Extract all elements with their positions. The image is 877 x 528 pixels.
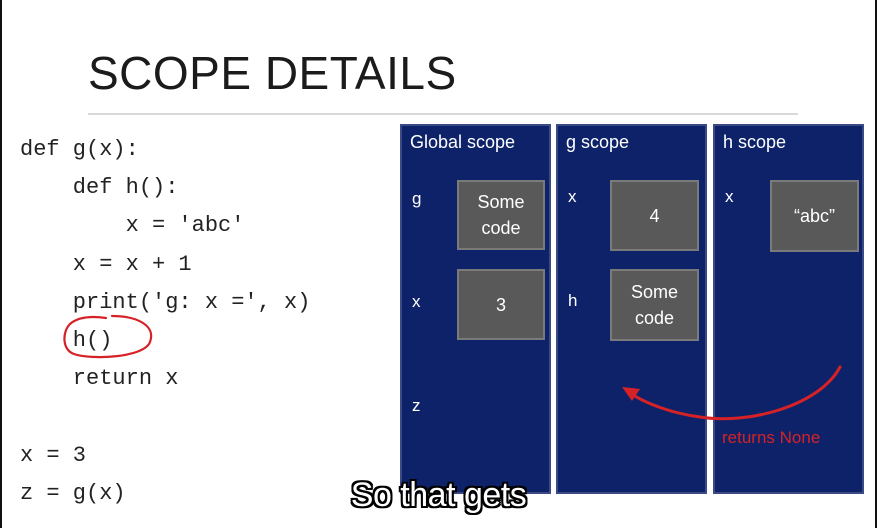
code-line: return x	[20, 366, 179, 391]
return-arrow	[622, 365, 842, 421]
panel-title: h scope	[723, 132, 787, 152]
variable-name: x	[725, 187, 734, 206]
variable-name: g	[412, 189, 422, 208]
code-line: x = x + 1	[20, 252, 192, 277]
right-frame-border	[875, 0, 877, 528]
code-line: print('g: x =', x)	[20, 290, 311, 315]
value-box: 4	[610, 180, 699, 251]
variable-name: z	[412, 396, 421, 415]
code-line: x = 'abc'	[20, 213, 245, 238]
global-scope-panel: Global scope g Some code x 3 z	[400, 124, 551, 494]
g-scope-panel: g scope x 4 h Some code	[556, 124, 707, 494]
code-line: z = g(x)	[20, 481, 126, 506]
panel-title: Global scope	[410, 132, 516, 152]
variable-name: x	[412, 292, 421, 311]
video-caption: So that gets	[350, 476, 527, 514]
code-line-highlighted: h()	[20, 328, 113, 353]
variable-name: h	[568, 291, 578, 310]
title-divider	[88, 113, 798, 115]
code-line: def h():	[20, 175, 179, 200]
value-text: Some code	[477, 192, 525, 238]
value-box: 3	[457, 269, 545, 340]
returns-none-label: returns None	[722, 428, 821, 447]
highlight-circle-annotation	[63, 314, 153, 359]
panel-title: g scope	[566, 132, 630, 152]
code-line: def g(x):	[20, 137, 139, 162]
value-box: “abc”	[770, 180, 859, 252]
slide-title: SCOPE DETAILS	[88, 47, 457, 99]
value-box: Some code	[457, 180, 545, 250]
value-text: 3	[495, 294, 506, 315]
value-box: Some code	[610, 269, 699, 341]
value-text: Some code	[630, 282, 679, 328]
variable-name: x	[568, 187, 577, 206]
h-scope-panel: h scope x “abc”	[713, 124, 864, 494]
value-text: 4	[649, 205, 660, 226]
value-text: “abc”	[793, 206, 835, 226]
left-frame-border	[0, 0, 2, 528]
code-line: x = 3	[20, 443, 87, 468]
